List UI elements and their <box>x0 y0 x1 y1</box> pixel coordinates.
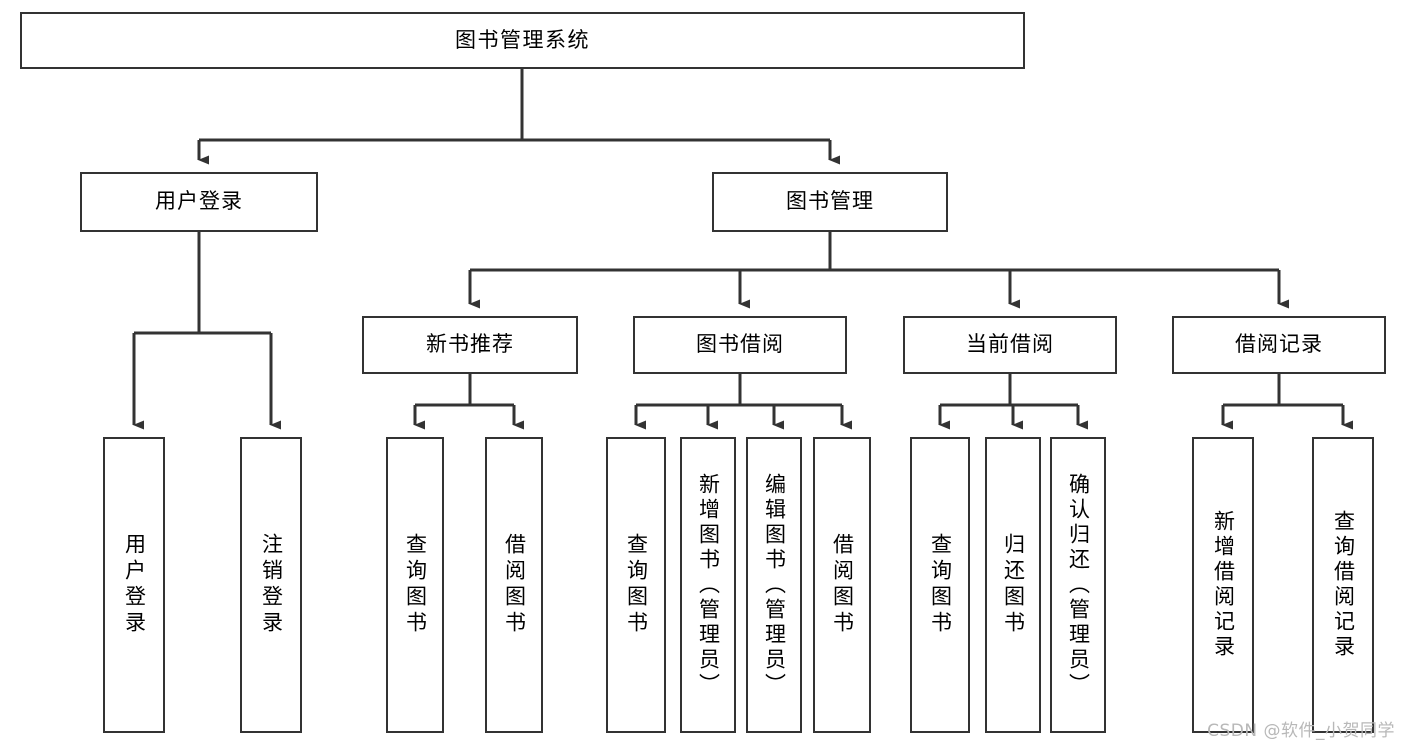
leaf-borrow-book-2[interactable]: 借阅图书 <box>813 437 871 733</box>
leaf-query-book-3[interactable]: 查询图书 <box>910 437 970 733</box>
leaf-add-borrow-record[interactable]: 新增借阅记录 <box>1192 437 1254 733</box>
node-root-label: 图书管理系统 <box>455 27 590 52</box>
csdn-watermark: CSDN @软件_小贺同学 <box>1207 721 1395 741</box>
leaf-query-book-2-label: 查询图书 <box>624 533 649 637</box>
leaf-query-book-1[interactable]: 查询图书 <box>386 437 444 733</box>
leaf-return-book-label: 归还图书 <box>1001 533 1026 637</box>
node-current-borrow[interactable]: 当前借阅 <box>903 316 1117 374</box>
node-user-login-label: 用户登录 <box>155 189 243 214</box>
node-current-borrow-label: 当前借阅 <box>966 332 1054 357</box>
leaf-return-book[interactable]: 归还图书 <box>985 437 1041 733</box>
node-book-management[interactable]: 图书管理 <box>712 172 948 232</box>
node-root[interactable]: 图书管理系统 <box>20 12 1025 69</box>
leaf-add-borrow-record-label: 新增借阅记录 <box>1211 510 1236 660</box>
leaf-query-book-2[interactable]: 查询图书 <box>606 437 666 733</box>
leaf-edit-book-admin-label: 编辑图书（管理员） <box>762 472 787 698</box>
leaf-user-login-label: 用户登录 <box>122 533 147 637</box>
node-user-login[interactable]: 用户登录 <box>80 172 318 232</box>
node-book-borrow[interactable]: 图书借阅 <box>633 316 847 374</box>
node-new-book-recommend[interactable]: 新书推荐 <box>362 316 578 374</box>
leaf-borrow-book-1-label: 借阅图书 <box>502 533 527 637</box>
node-borrow-records-label: 借阅记录 <box>1235 332 1323 357</box>
leaf-logout[interactable]: 注销登录 <box>240 437 302 733</box>
leaf-edit-book-admin[interactable]: 编辑图书（管理员） <box>746 437 802 733</box>
leaf-query-borrow-record-label: 查询借阅记录 <box>1331 510 1356 660</box>
leaf-add-book-admin[interactable]: 新增图书（管理员） <box>680 437 736 733</box>
node-borrow-records[interactable]: 借阅记录 <box>1172 316 1386 374</box>
leaf-confirm-return-admin-label: 确认归还（管理员） <box>1066 472 1091 698</box>
node-book-management-label: 图书管理 <box>786 189 874 214</box>
leaf-borrow-book-2-label: 借阅图书 <box>830 533 855 637</box>
leaf-query-borrow-record[interactable]: 查询借阅记录 <box>1312 437 1374 733</box>
node-new-book-recommend-label: 新书推荐 <box>426 332 514 357</box>
leaf-logout-label: 注销登录 <box>259 533 284 637</box>
leaf-borrow-book-1[interactable]: 借阅图书 <box>485 437 543 733</box>
leaf-user-login[interactable]: 用户登录 <box>103 437 165 733</box>
leaf-query-book-1-label: 查询图书 <box>403 533 428 637</box>
leaf-add-book-admin-label: 新增图书（管理员） <box>696 472 721 698</box>
leaf-confirm-return-admin[interactable]: 确认归还（管理员） <box>1050 437 1106 733</box>
leaf-query-book-3-label: 查询图书 <box>928 533 953 637</box>
node-book-borrow-label: 图书借阅 <box>696 332 784 357</box>
